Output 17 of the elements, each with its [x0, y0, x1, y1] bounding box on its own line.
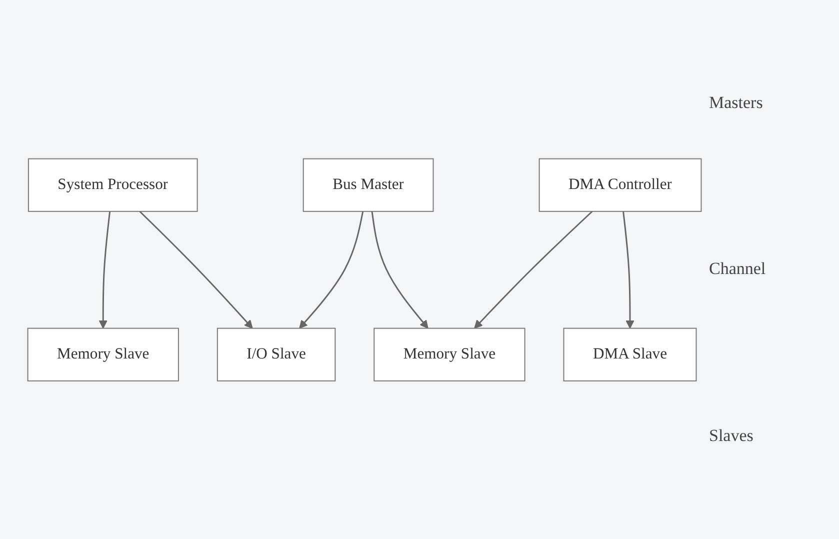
- group-label: Masters: [709, 93, 764, 114]
- arrow: [139, 210, 253, 328]
- node-box: [27, 327, 179, 382]
- block-diagram: System Processor Bus Master DMA Controller Memory Slave I/O Slave Memory Slave DMA Slave: [20, 150, 709, 388]
- node-box: [538, 158, 702, 212]
- node-box: [374, 327, 526, 382]
- node-box: [216, 327, 336, 382]
- arrow: [371, 210, 428, 328]
- arrow: [98, 210, 111, 328]
- group-label: Slaves: [709, 426, 754, 446]
- node-box: [563, 327, 697, 382]
- arrow: [474, 210, 593, 328]
- node-box: [28, 158, 198, 212]
- node-box: [302, 158, 434, 212]
- group-label: Channel: [709, 259, 767, 280]
- arrow: [299, 210, 364, 328]
- arrow: [622, 210, 634, 328]
